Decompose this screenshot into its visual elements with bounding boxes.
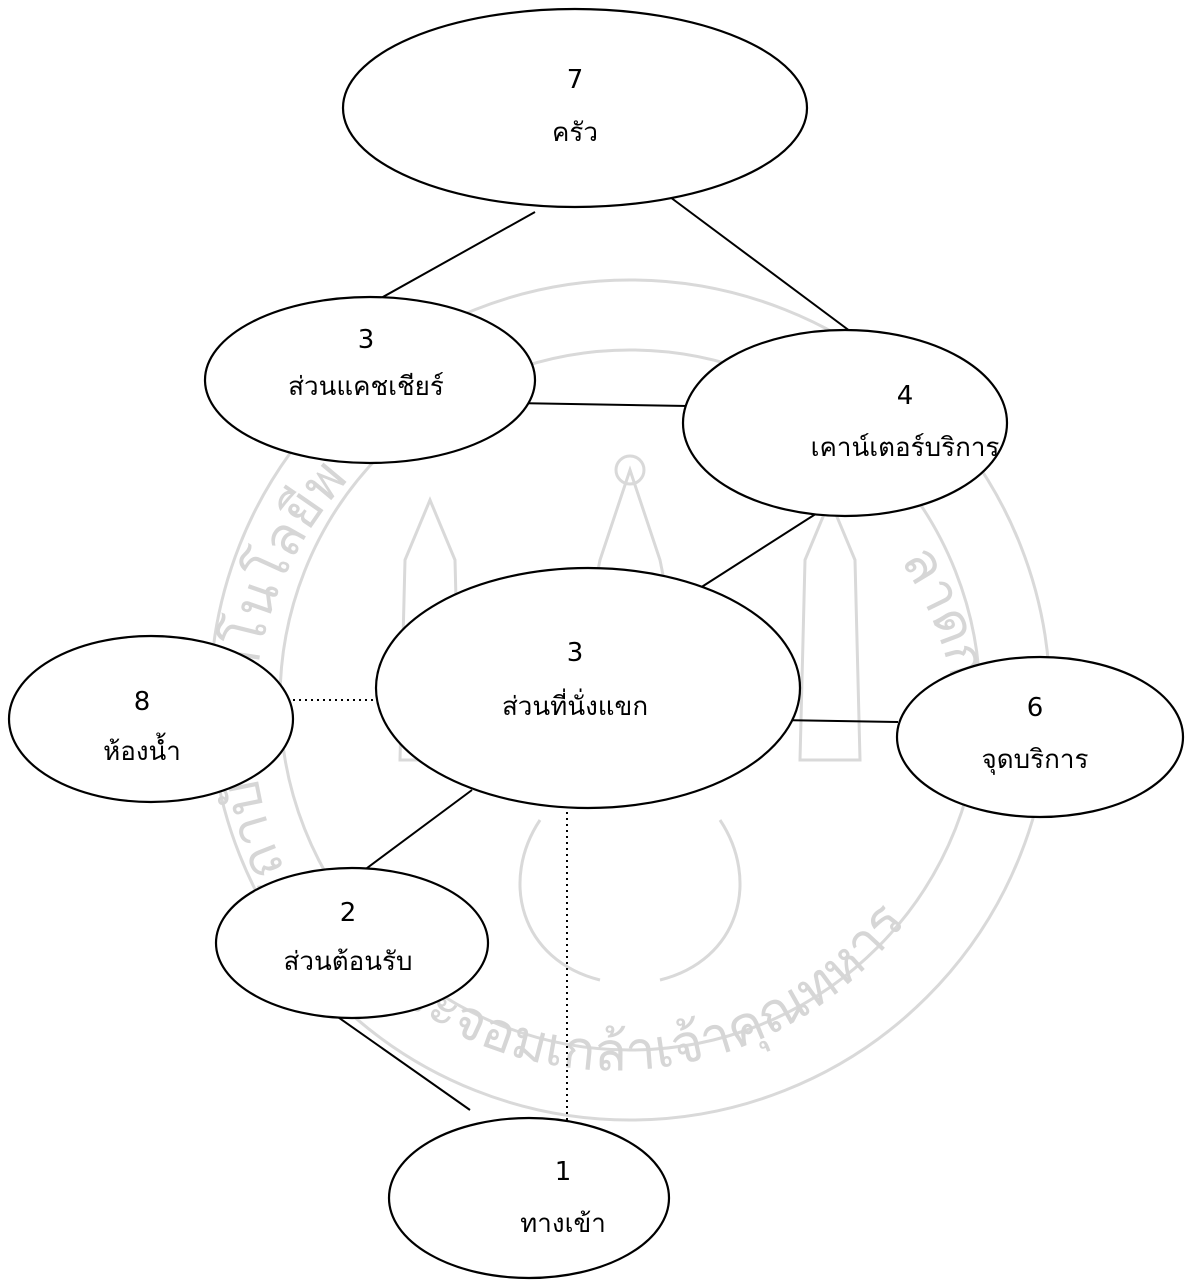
node-cashier: 3 ส่วนแคชเชียร์ xyxy=(203,295,537,465)
connector-seating-reception xyxy=(354,789,473,878)
node-restroom: 8 ห้องน้ำ xyxy=(7,634,295,804)
connector-kitchen-cashier xyxy=(364,211,536,308)
connector-reception-entrance xyxy=(334,1014,471,1111)
node-service: 6 จุดบริการ xyxy=(895,655,1185,819)
node-label: ส่วนต้อนรับ xyxy=(284,947,413,977)
connector-kitchen-counter xyxy=(669,196,879,353)
node-number: 1 xyxy=(555,1157,572,1187)
node-counter: 4 เคาน์เตอร์บริการ xyxy=(681,328,1009,518)
node-label: เคาน์เตอร์บริการ xyxy=(811,433,1000,463)
node-label: ทางเข้า xyxy=(520,1209,606,1239)
node-number: 2 xyxy=(340,898,357,928)
node-seating: 3 ส่วนที่นั่งแขก xyxy=(374,566,802,810)
node-kitchen: 7 ครัว xyxy=(341,7,809,209)
connections xyxy=(293,196,899,1122)
node-reception: 2 ส่วนต้อนรับ xyxy=(214,866,490,1020)
node-number: 3 xyxy=(358,325,375,355)
connector-cashier-counter xyxy=(512,402,689,407)
node-number: 3 xyxy=(567,638,584,668)
node-label: ครัว xyxy=(552,118,598,148)
node-label: ส่วนที่นั่งแขก xyxy=(502,688,648,722)
connector-counter-seating xyxy=(699,507,826,589)
node-number: 4 xyxy=(897,381,914,411)
node-number: 6 xyxy=(1027,693,1044,723)
node-number: 7 xyxy=(567,65,584,95)
node-number: 8 xyxy=(134,687,151,717)
node-label: จุดบริการ xyxy=(982,745,1089,775)
node-label: ห้องน้ำ xyxy=(103,732,181,767)
connector-seating-service xyxy=(777,719,899,723)
node-entrance: 1 ทางเข้า xyxy=(387,1116,671,1280)
node-label: ส่วนแคชเชียร์ xyxy=(288,372,444,402)
